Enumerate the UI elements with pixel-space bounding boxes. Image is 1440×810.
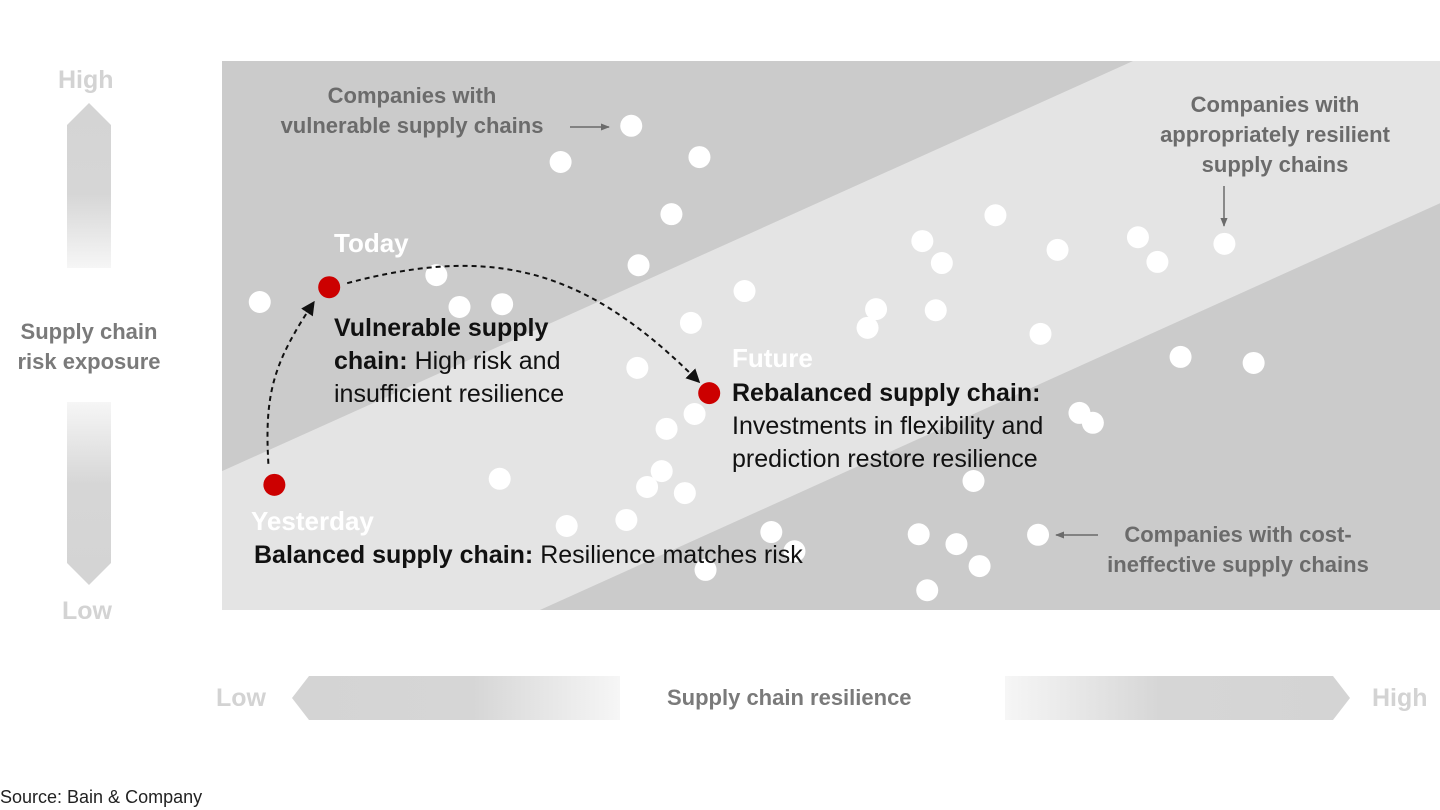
today-text-line2: High risk and <box>407 347 561 375</box>
stage-desc-future: Rebalanced supply chain: Investments in … <box>732 377 1043 476</box>
company-dot <box>549 151 572 174</box>
today-heading-line2: chain: <box>334 347 408 375</box>
stage-dots <box>263 276 721 496</box>
annotation-vulnerable-line2: vulnerable supply chains <box>280 113 544 138</box>
company-dot <box>425 264 448 287</box>
today-heading-line1: Vulnerable supply <box>334 314 549 342</box>
company-dot <box>488 467 511 490</box>
annotation-resilient-line3: supply chains <box>1201 152 1349 177</box>
annotation-resilient-line2: appropriately resilient <box>1160 122 1390 147</box>
band-vulnerable <box>222 61 1134 472</box>
company-dot <box>907 523 930 546</box>
company-dot <box>945 533 968 556</box>
stage-desc-yesterday: Balanced supply chain: Resilience matche… <box>254 539 803 572</box>
company-dot <box>620 114 643 137</box>
company-dot <box>783 540 806 563</box>
y-axis-arrow-down <box>67 402 111 585</box>
company-dot <box>615 508 638 531</box>
company-dot <box>916 579 939 602</box>
company-dot <box>694 558 717 581</box>
company-dots <box>248 114 1265 602</box>
company-dot <box>962 469 985 492</box>
company-dot <box>856 316 879 339</box>
company-dot <box>984 204 1007 227</box>
y-axis-high-label: High <box>58 66 114 94</box>
yesterday-heading: Balanced supply chain: <box>254 541 534 569</box>
company-dot <box>1169 345 1192 368</box>
bands-layer <box>222 61 1440 611</box>
company-dot <box>650 460 673 483</box>
future-text-line2: Investments in flexibility and <box>732 412 1044 440</box>
company-dot <box>1126 226 1149 249</box>
stage-dot-yesterday <box>263 473 286 496</box>
company-dot <box>627 254 650 277</box>
company-dot <box>448 295 471 318</box>
company-dot <box>930 252 953 275</box>
x-axis-arrow-left <box>292 676 620 720</box>
stage-desc-today: Vulnerable supply chain: High risk and i… <box>334 312 564 411</box>
company-dot <box>924 299 947 322</box>
source-note: Source: Bain & Company <box>0 787 203 807</box>
y-axis-arrow-up <box>67 103 111 268</box>
x-axis-title: Supply chain resilience <box>667 685 912 710</box>
company-dot <box>248 291 271 314</box>
company-dot <box>683 403 706 426</box>
annotation-vulnerable: Companies with vulnerable supply chains <box>262 81 562 141</box>
company-dot <box>636 476 659 499</box>
company-dot <box>688 146 711 169</box>
y-axis-title-line2: risk exposure <box>17 349 161 374</box>
company-dot <box>760 521 783 544</box>
company-dot <box>1081 411 1104 434</box>
company-dot <box>673 482 696 505</box>
annotation-cost-line2: ineffective supply chains <box>1107 552 1369 577</box>
annotation-resilient-line1: Companies with <box>1190 92 1360 117</box>
company-dot <box>1046 238 1069 261</box>
company-dot <box>733 280 756 303</box>
annotation-vulnerable-line1: Companies with <box>327 83 497 108</box>
annotation-cost-line1: Companies with cost- <box>1124 522 1352 547</box>
company-dot <box>555 515 578 538</box>
y-axis-low-label: Low <box>62 597 112 625</box>
stage-path <box>266 264 701 464</box>
company-dot <box>1029 322 1052 345</box>
company-dot <box>865 298 888 321</box>
x-axis-arrow-right <box>1005 676 1350 720</box>
company-dot <box>679 311 702 334</box>
company-dot <box>655 417 678 440</box>
x-axis-low-label: Low <box>216 684 266 712</box>
annotation-cost-ineffective: Companies with cost- ineffective supply … <box>1088 520 1388 580</box>
company-dot <box>1027 523 1050 546</box>
stage-label-future: Future <box>732 343 813 373</box>
annotation-resilient: Companies with appropriately resilient s… <box>1140 90 1410 180</box>
future-heading: Rebalanced supply chain: <box>732 379 1041 407</box>
stage-dot-future <box>698 382 721 405</box>
company-dot <box>660 203 683 226</box>
company-dot <box>491 293 514 316</box>
y-axis-title: Supply chain risk exposure <box>0 317 178 377</box>
company-dot <box>1146 250 1169 273</box>
company-dot <box>911 230 934 253</box>
future-text-line3: prediction restore resilience <box>732 445 1038 473</box>
stage-label-yesterday: Yesterday <box>251 506 374 536</box>
company-dot <box>1242 351 1265 374</box>
company-dot <box>1213 232 1236 255</box>
band-cost-ineffective <box>539 203 1440 611</box>
x-axis-high-label: High <box>1372 684 1428 712</box>
today-text-line3: insufficient resilience <box>334 380 565 408</box>
company-dot <box>626 356 649 379</box>
path-arrow-today-to-future <box>346 264 701 384</box>
stage-dot-today <box>318 276 341 299</box>
path-arrow-yesterday-to-today <box>266 300 315 464</box>
yesterday-text: Resilience matches risk <box>533 541 803 569</box>
y-axis-title-line1: Supply chain <box>20 319 158 344</box>
company-dot <box>968 555 991 578</box>
stage-label-today: Today <box>334 228 409 258</box>
